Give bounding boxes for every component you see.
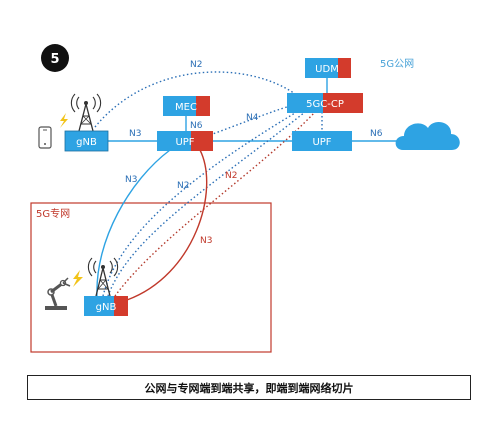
label-n2-red-private: N2	[225, 171, 237, 181]
public-network-label: 5G公网	[380, 58, 414, 70]
gnb-public-label: gNB	[76, 137, 97, 148]
edge-n3-red-private	[126, 149, 208, 301]
gnb-private-label: gNB	[96, 302, 117, 313]
gnb-private-box-red	[114, 296, 128, 316]
edge-n2-top	[94, 71, 299, 128]
udm-box-blue	[305, 58, 338, 78]
mec-label: MEC	[175, 102, 197, 113]
lightning-icon	[73, 270, 83, 287]
step-badge-number: 5	[50, 52, 59, 67]
cell-tower-icon	[87, 257, 119, 297]
cell-tower-icon	[70, 93, 102, 132]
gnb-private-box-blue	[84, 296, 114, 316]
upf-core-box	[292, 131, 352, 151]
upf-edge-box-blue	[157, 131, 191, 151]
upf-edge-label: UPF	[175, 137, 194, 148]
edge-n3-blue-private	[96, 149, 171, 297]
edge-n2-red-private	[114, 111, 316, 297]
label-n2-blue-private: N2	[177, 181, 189, 191]
label-n6-mec: N6	[190, 121, 203, 131]
label-n4: N4	[246, 113, 259, 123]
cp-box-red	[323, 93, 363, 113]
lightning-icon	[60, 113, 68, 128]
cp-label: 5GC-CP	[306, 99, 344, 110]
label-n2-top: N2	[190, 60, 202, 70]
robot-arm-icon	[45, 277, 71, 310]
gnb-public-box	[64, 130, 109, 152]
udm-label: UDM	[315, 64, 339, 75]
step-badge	[41, 44, 69, 72]
mec-box-blue	[163, 96, 196, 116]
phone-icon	[38, 126, 52, 149]
label-n6-cloud: N6	[370, 129, 383, 139]
label-n3-public: N3	[129, 129, 141, 139]
caption-text: 公网与专网端到端共享，即端到端网络切片	[144, 381, 354, 395]
upf-edge-box-red	[191, 131, 213, 151]
upf-core-label: UPF	[312, 137, 331, 148]
mec-box-red	[196, 96, 210, 116]
edge-n2-blue-private	[102, 109, 301, 297]
private-network-region	[30, 202, 272, 353]
label-n3-blue-private: N3	[125, 175, 137, 185]
private-network-label: 5G专网	[36, 207, 70, 220]
udm-box-red	[338, 58, 351, 78]
label-n3-red-private: N3	[200, 236, 212, 246]
caption-box: 公网与专网端到端共享，即端到端网络切片	[27, 375, 471, 400]
cp-box-blue	[287, 93, 323, 113]
cloud-icon	[395, 122, 460, 150]
